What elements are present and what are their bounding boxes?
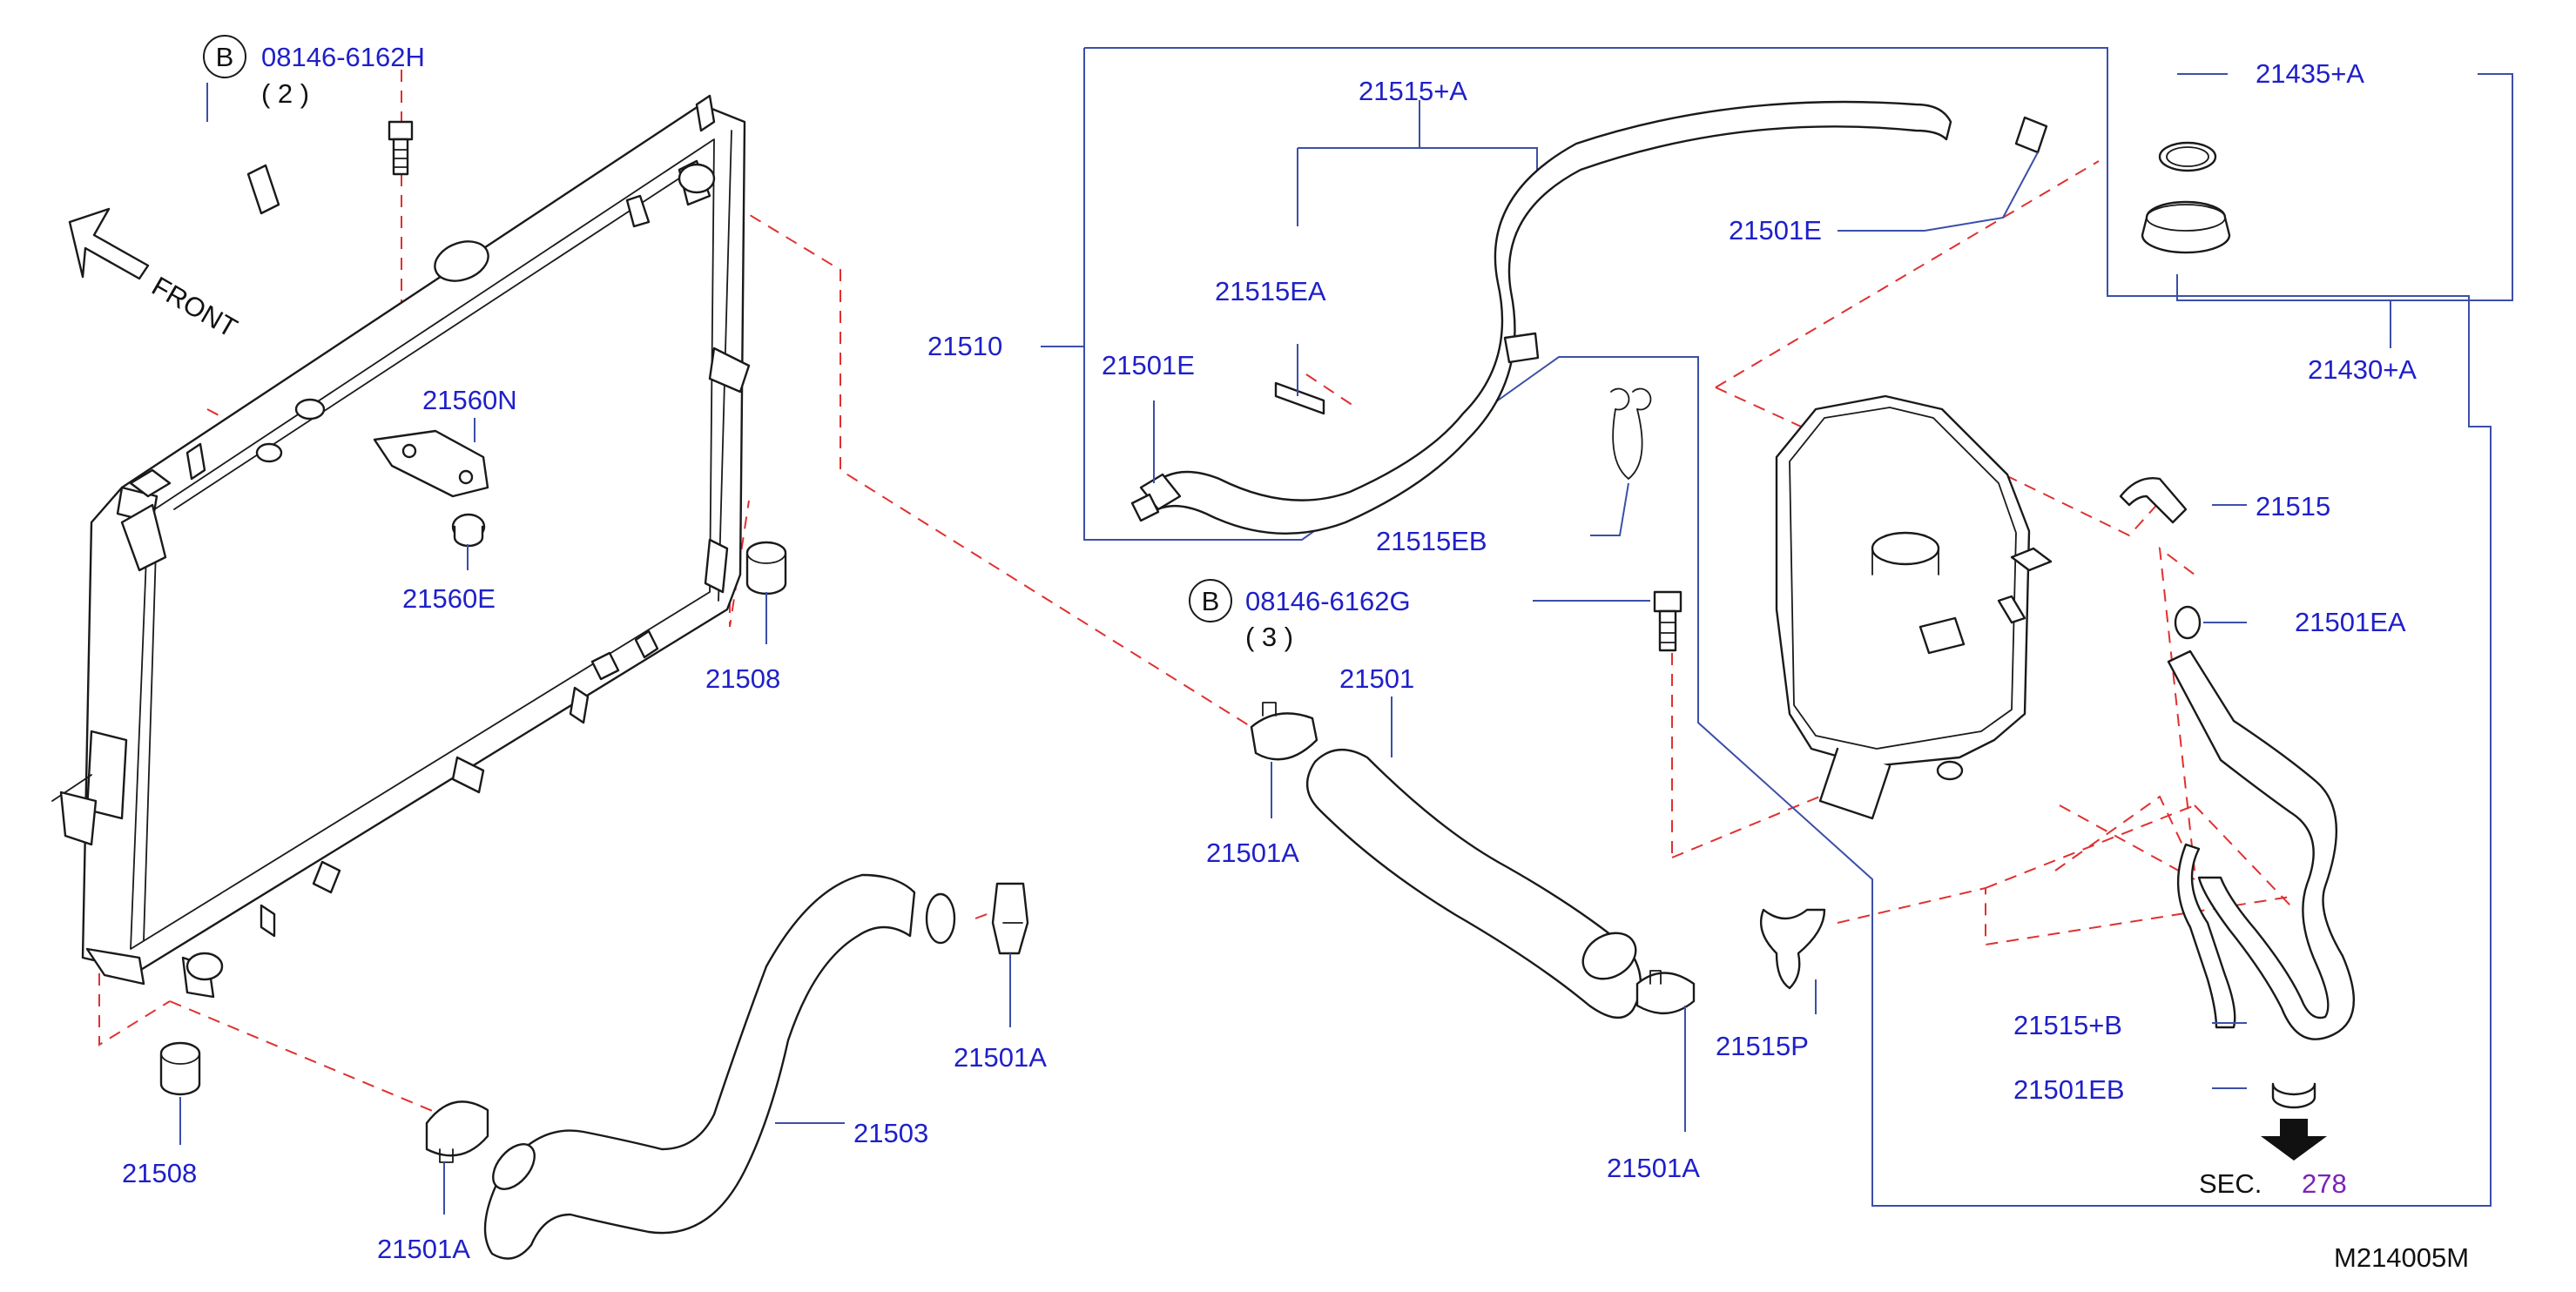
front-arrow-icon xyxy=(68,207,150,280)
part-label-21501e-top: 21501E xyxy=(1729,215,1822,246)
o-ring[interactable] xyxy=(2158,141,2217,172)
bolt-qty-middle: ( 3 ) xyxy=(1245,622,1293,652)
part-label-21501a-mid: 21501A xyxy=(1206,838,1299,868)
clamp-21501ea[interactable] xyxy=(2174,605,2202,640)
part-label-21510: 21510 xyxy=(927,331,1002,361)
leader-lines xyxy=(179,83,2247,1215)
part-label-21515a: 21515+A xyxy=(1359,76,1467,106)
part-label-21501: 21501 xyxy=(1339,663,1414,694)
bolt-middle[interactable] xyxy=(1653,590,1682,652)
bolt-badge-middle-letter: B xyxy=(1202,586,1220,616)
part-label-21430a: 21430+A xyxy=(2308,354,2417,385)
clamp-upper-hose-outlet[interactable] xyxy=(1635,970,1696,1015)
section-ref-number[interactable]: 278 xyxy=(2302,1168,2347,1199)
part-label-21501eb: 21501EB xyxy=(2013,1074,2125,1105)
part-label-21508-left: 21508 xyxy=(122,1158,197,1188)
bolt-upper[interactable] xyxy=(388,120,414,176)
part-label-21515b: 21515+B xyxy=(2013,1010,2122,1040)
section-ref-prefix: SEC. xyxy=(2199,1168,2262,1199)
radiator-bracket[interactable] xyxy=(373,429,489,498)
radiator-cap[interactable] xyxy=(2141,200,2231,254)
part-label-21435a: 21435+A xyxy=(2256,58,2364,89)
part-label-21508-right: 21508 xyxy=(705,663,780,694)
part-label-21501ea: 21501EA xyxy=(2295,607,2406,637)
bolt-qty-upper: ( 2 ) xyxy=(261,78,309,109)
part-label-21501a-bottom: 21501A xyxy=(377,1234,470,1264)
hose-clip-eb[interactable] xyxy=(1610,387,1652,480)
hose-clip-21515p[interactable] xyxy=(1759,908,1826,990)
part-label-21515: 21515 xyxy=(2256,491,2330,522)
clamp-upper-hose-inlet[interactable] xyxy=(1250,702,1318,761)
mount-left[interactable] xyxy=(159,1041,201,1096)
part-label-21501e-left: 21501E xyxy=(1102,350,1195,380)
part-label-21501a-clip: 21501A xyxy=(954,1042,1047,1073)
part-label-21515p: 21515P xyxy=(1716,1031,1809,1061)
mount-right[interactable] xyxy=(745,541,787,596)
part-label-21515eb: 21515EB xyxy=(1376,526,1487,556)
elbow-hose-21515[interactable] xyxy=(2119,477,2188,524)
overflow-hose[interactable] xyxy=(1130,100,2048,535)
grommet-upper[interactable] xyxy=(451,513,486,548)
bolt-badge-middle xyxy=(1189,579,1232,622)
clamp-21501eb[interactable] xyxy=(2271,1082,2316,1109)
bolt-badge-upper-letter: B xyxy=(216,42,234,72)
clamp-lower-hose-inlet[interactable] xyxy=(425,1100,489,1163)
part-label-21501a-lower: 21501A xyxy=(1607,1153,1700,1183)
lower-hose-21503[interactable] xyxy=(483,873,956,1260)
diagram-code: M214005M xyxy=(2334,1242,2469,1273)
bolt-badge-upper xyxy=(203,35,246,78)
upper-hose-21501[interactable] xyxy=(1305,748,1644,1019)
bolt-code-middle: 08146-6162G xyxy=(1245,586,1411,616)
part-label-21515ea: 21515EA xyxy=(1215,276,1326,306)
reserve-hose-21515b[interactable] xyxy=(2167,649,2356,1040)
part-label-21560e: 21560E xyxy=(402,583,496,614)
front-label: FRONT xyxy=(147,271,243,344)
part-label-21560n: 21560N xyxy=(422,385,517,415)
labels: B 08146-6162H ( 2 ) B 08146-6162G ( 3 ) … xyxy=(122,35,2469,1273)
part-label-21503: 21503 xyxy=(853,1118,928,1148)
radiator[interactable] xyxy=(51,94,751,999)
bolt-code-upper: 08146-6162H xyxy=(261,42,425,72)
reservoir-tank[interactable] xyxy=(1775,394,2053,820)
clip-lower-hose[interactable] xyxy=(991,882,1029,955)
section-arrow-icon xyxy=(2261,1119,2327,1161)
